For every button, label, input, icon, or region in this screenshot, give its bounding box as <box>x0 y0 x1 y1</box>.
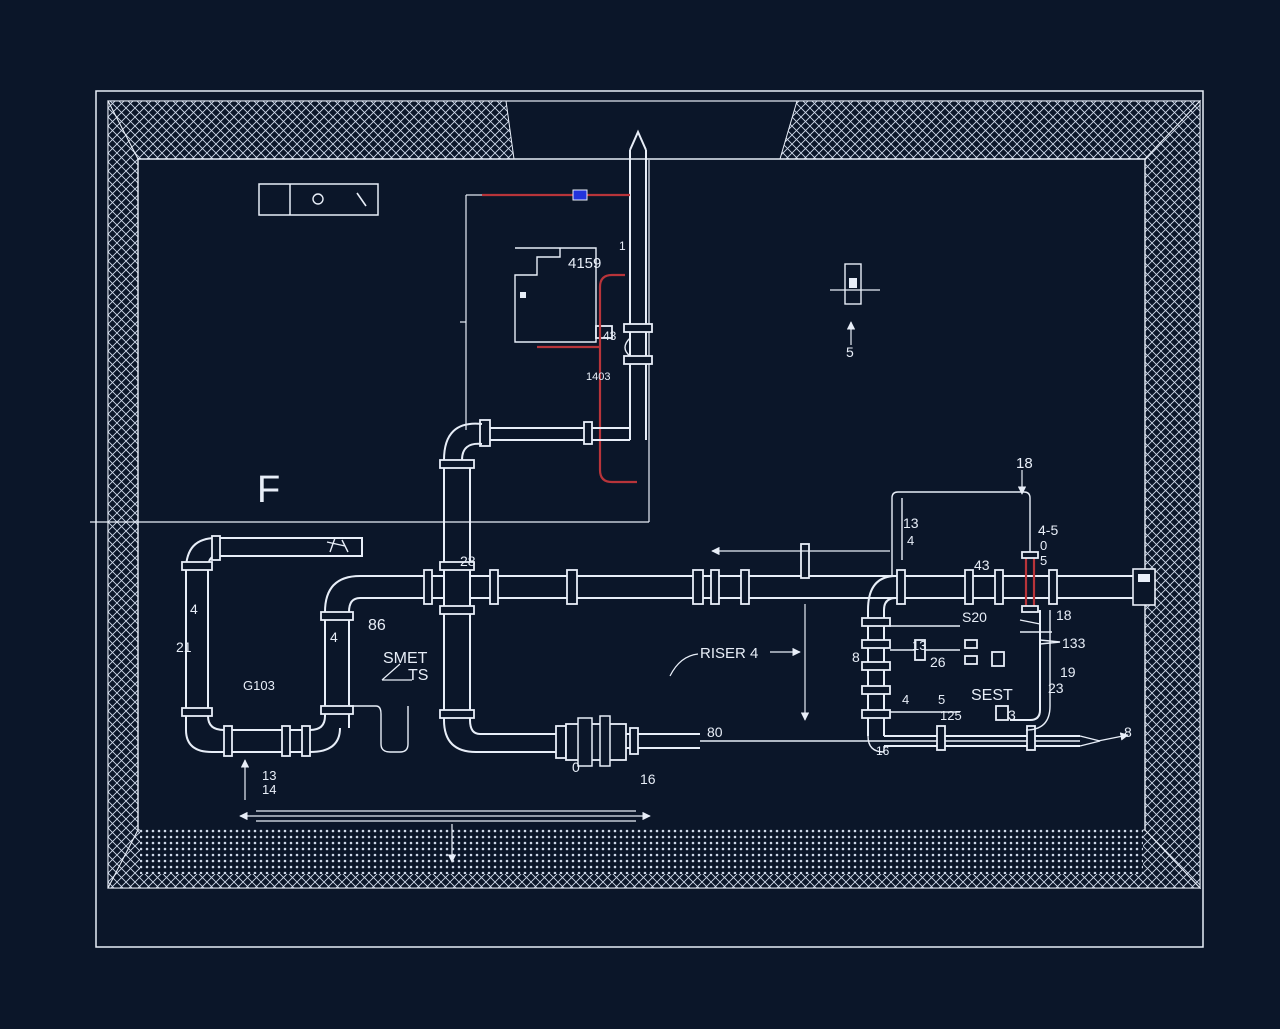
main-horizontal-pipe <box>324 543 1156 613</box>
label-g103: G103 <box>243 678 275 693</box>
label-19: 19 <box>1060 664 1076 680</box>
label-4159: 4159 <box>568 255 601 272</box>
label-133: 133 <box>1062 635 1086 651</box>
label-23: 23 <box>1048 680 1064 696</box>
main-stack <box>623 129 653 440</box>
label-1: 1 <box>619 239 626 253</box>
label-13-right: 13 <box>903 515 919 531</box>
label-4-5: 4-5 <box>1038 522 1058 538</box>
label-1403: 1403 <box>586 371 610 383</box>
label-80: 80 <box>707 724 723 740</box>
interior-partition <box>90 160 650 523</box>
wall-hatch <box>107 99 1202 890</box>
label-26: 26 <box>930 654 946 670</box>
label-0: 0 <box>1040 538 1047 553</box>
label-14-bot: 14 <box>262 782 276 797</box>
label-ts: TS <box>408 667 428 684</box>
label-riser: RISER 4 <box>700 645 758 662</box>
right-manifold <box>861 491 1061 753</box>
panel-symbol <box>258 183 379 216</box>
label-86: 86 <box>368 617 386 634</box>
hot-water-lines <box>482 189 637 484</box>
label-13-mid: 13 <box>912 638 926 653</box>
label-4-low: 4 <box>902 692 909 707</box>
label-4-right: 4 <box>907 533 914 548</box>
label-0-low: 0 <box>572 759 580 775</box>
label-125: 125 <box>940 708 962 723</box>
room-letter: F <box>257 469 280 511</box>
label-16-bot: 16 <box>876 744 890 758</box>
label-43b: 43 <box>974 557 990 573</box>
label-s20: S20 <box>962 609 987 625</box>
lower-pipe-run <box>443 715 1129 767</box>
shutoff-valve-icon <box>572 189 588 201</box>
left-pipe-loop <box>181 535 409 757</box>
label-21: 21 <box>176 639 192 655</box>
label-8-mid: 8 <box>852 649 860 665</box>
label-sest: SEST <box>971 687 1013 704</box>
drain-drop <box>439 419 630 720</box>
label-18-mid: 18 <box>1056 607 1072 623</box>
label-4-left: 4 <box>190 601 198 617</box>
label-5-low: 5 <box>938 692 945 707</box>
dimension-lines <box>239 470 1027 863</box>
label-5-mid: 5 <box>1040 553 1047 568</box>
label-28: 28 <box>460 553 476 569</box>
label-13-bot: 13 <box>262 768 276 783</box>
label-4-mid: 4 <box>330 629 338 645</box>
label-3-low: 3 <box>1008 707 1016 723</box>
label-16-low: 16 <box>640 771 656 787</box>
label-5-top: 5 <box>846 344 854 360</box>
label-43a: 43 <box>603 329 617 343</box>
label-8-right: 8 <box>1124 724 1132 740</box>
fixture-symbol <box>830 263 880 345</box>
label-18-top: 18 <box>1016 455 1033 472</box>
label-smet: SMET <box>383 650 428 667</box>
